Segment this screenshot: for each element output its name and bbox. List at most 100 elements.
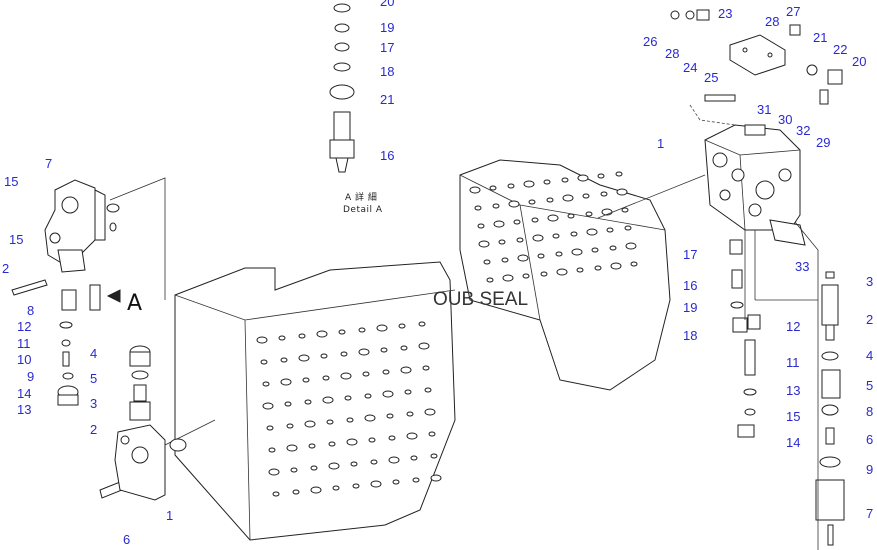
port-hole [346, 417, 354, 423]
port-hole [552, 233, 560, 239]
port-hole [322, 375, 330, 381]
lower-valve-body [114, 424, 166, 501]
callout-label: 18 [380, 64, 394, 79]
callout-label: 12 [786, 319, 800, 334]
port-hole [308, 443, 316, 449]
callout-label: 24 [683, 60, 697, 75]
port-hole [624, 225, 632, 231]
port-hole [543, 179, 551, 185]
callout-label: 5 [866, 378, 873, 393]
callout-label: 3 [866, 274, 873, 289]
port-hole [555, 251, 563, 257]
port-hole [430, 453, 438, 459]
port-hole [292, 489, 300, 495]
port-hole [547, 214, 559, 222]
callout-label: 11 [786, 355, 800, 370]
callout-label: 2 [2, 261, 9, 276]
callout-label: 21 [380, 92, 394, 107]
callout-label: 12 [17, 319, 31, 334]
callout-label: 29 [816, 135, 830, 150]
port-hole [625, 242, 637, 250]
left-valve-body [11, 179, 128, 499]
port-hole [286, 444, 298, 452]
port-hole [400, 366, 412, 374]
port-hole [616, 188, 628, 196]
callout-label: 10 [17, 352, 31, 367]
port-hole [316, 330, 328, 338]
port-hole [418, 342, 430, 350]
port-hole [477, 223, 485, 229]
callout-label: 11 [17, 336, 31, 351]
port-hole [262, 402, 274, 410]
port-hole [286, 423, 294, 429]
callout-label: 6 [123, 532, 130, 547]
callout-label: 25 [704, 70, 718, 85]
port-hole [516, 237, 524, 243]
port-hole [364, 414, 376, 422]
callout-label: 32 [796, 123, 810, 138]
port-hole [320, 353, 328, 359]
port-hole [621, 207, 629, 213]
main-valve-block [174, 261, 456, 541]
port-hole [304, 420, 316, 428]
detail-caption-japanese: A 詳 細 [345, 191, 377, 203]
port-hole [362, 371, 370, 377]
port-hole [352, 483, 360, 489]
callout-label: 20 [852, 54, 866, 69]
port-hole [562, 194, 574, 202]
port-hole [340, 372, 352, 380]
port-hole [322, 396, 334, 404]
port-hole [328, 441, 336, 447]
callout-label: 15 [786, 409, 800, 424]
port-hole [469, 186, 481, 194]
callout-label: 9 [866, 462, 873, 477]
port-hole [606, 227, 614, 233]
port-hole [262, 381, 270, 387]
callout-label: 2 [90, 422, 97, 437]
port-hole [577, 174, 589, 182]
port-hole [561, 177, 569, 183]
detail-a-parts [329, 3, 355, 173]
port-hole [582, 193, 590, 199]
port-hole [418, 321, 426, 327]
callout-label: 13 [786, 383, 800, 398]
port-hole [567, 213, 575, 219]
port-hole [591, 247, 599, 253]
port-hole [513, 219, 521, 225]
callout-label: 30 [778, 112, 792, 127]
callout-label: 7 [45, 156, 52, 171]
port-hole [498, 239, 506, 245]
port-hole [332, 485, 340, 491]
port-hole [517, 254, 529, 262]
callout-label: 14 [786, 435, 800, 450]
port-hole [630, 261, 638, 267]
port-hole [290, 467, 298, 473]
callout-label: 31 [757, 102, 771, 117]
port-hole [302, 377, 310, 383]
port-hole [256, 336, 268, 344]
port-hole [537, 253, 545, 259]
port-hole [284, 401, 292, 407]
leader-lines [106, 104, 819, 550]
port-hole [272, 491, 280, 497]
right-stacked-parts [729, 239, 761, 438]
port-hole [546, 197, 554, 203]
callout-label: 14 [17, 386, 31, 401]
port-hole [380, 347, 388, 353]
port-hole [278, 335, 286, 341]
port-hole [406, 411, 414, 417]
port-hole [340, 351, 348, 357]
port-hole [610, 262, 622, 270]
callout-label: 13 [17, 402, 31, 417]
port-hole [368, 437, 376, 443]
port-hole [326, 419, 334, 425]
port-hole [310, 465, 318, 471]
callout-label: 19 [380, 20, 394, 35]
port-hole [571, 248, 583, 256]
solenoid-valve-body [704, 34, 806, 246]
port-hole [328, 462, 340, 470]
port-hole [338, 329, 346, 335]
port-hole [600, 191, 608, 197]
